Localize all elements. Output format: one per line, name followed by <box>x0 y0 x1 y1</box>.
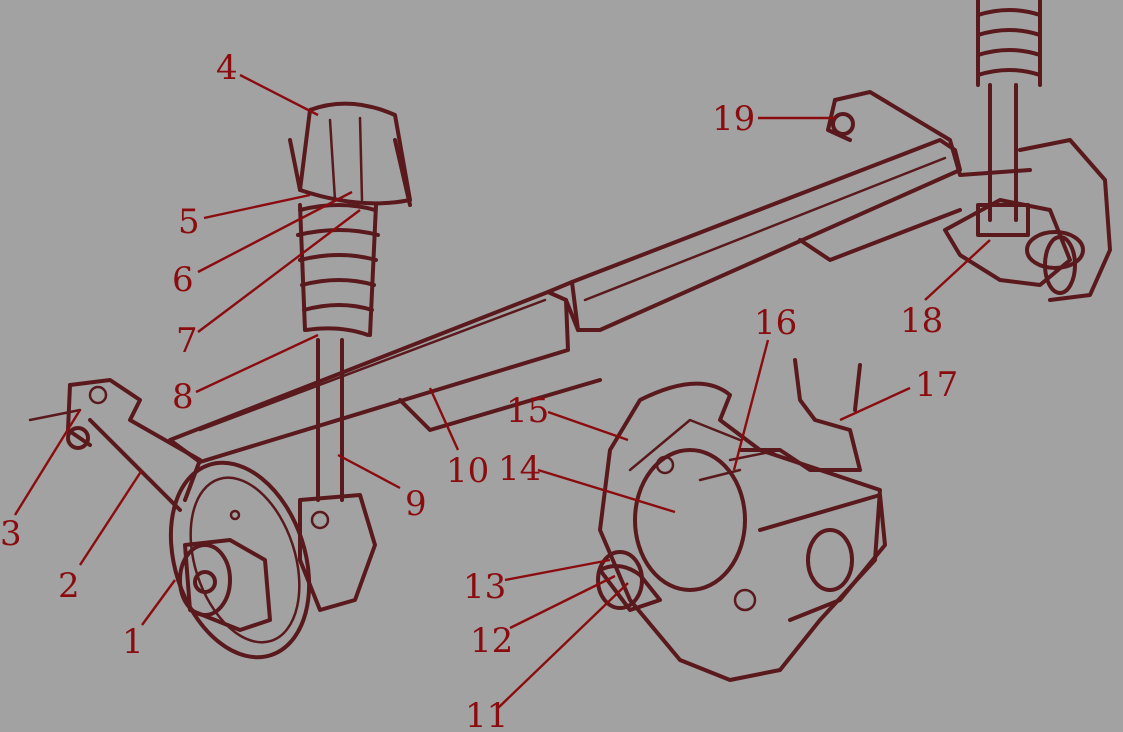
leader-3 <box>13 409 82 516</box>
leader-13 <box>504 558 611 582</box>
leader-4 <box>239 73 319 117</box>
leader-14 <box>537 468 676 514</box>
leader-2 <box>78 469 144 566</box>
callout-17: 17 <box>915 365 958 405</box>
callout-7: 7 <box>176 321 198 361</box>
rear-axle-drawing <box>28 0 1112 682</box>
callout-11: 11 <box>465 696 508 727</box>
callout-10: 10 <box>446 451 489 491</box>
callout-8: 8 <box>172 377 194 417</box>
leader-6 <box>197 190 353 274</box>
callout-18: 18 <box>900 301 943 341</box>
leader-17 <box>839 386 911 422</box>
callout-5: 5 <box>178 202 200 242</box>
leader-10 <box>428 387 460 451</box>
leader-16 <box>732 339 770 471</box>
callout-12: 12 <box>470 621 513 661</box>
leader-8 <box>195 333 319 394</box>
callout-13: 13 <box>463 567 506 607</box>
leader-lines <box>13 73 991 709</box>
callout-4: 4 <box>216 48 238 88</box>
callout-19: 19 <box>712 99 755 139</box>
leader-12 <box>509 574 616 630</box>
leader-11 <box>497 582 629 709</box>
callout-1: 1 <box>122 622 144 662</box>
right-spring <box>976 0 1042 237</box>
leader-9 <box>337 453 401 490</box>
leader-5 <box>203 193 311 220</box>
callout-6: 6 <box>172 260 194 300</box>
leader-1 <box>141 579 176 626</box>
left-brake-drum <box>168 460 312 660</box>
right-brake-assembly <box>596 358 887 682</box>
leader-15 <box>547 410 629 442</box>
callout-14: 14 <box>498 449 541 489</box>
callout-9: 9 <box>405 484 427 524</box>
right-trailing-arm <box>826 90 1112 302</box>
left-strut <box>288 101 412 612</box>
callout-2: 2 <box>58 566 80 606</box>
cross-beam <box>168 138 962 464</box>
leader-7 <box>197 209 361 333</box>
callout-15: 15 <box>506 391 549 431</box>
callout-16: 16 <box>754 303 797 343</box>
callout-labels: 1 2 3 4 5 6 7 8 9 10 11 12 13 14 15 16 1… <box>0 48 958 732</box>
callout-3: 3 <box>0 514 22 554</box>
leader-18 <box>924 239 991 301</box>
